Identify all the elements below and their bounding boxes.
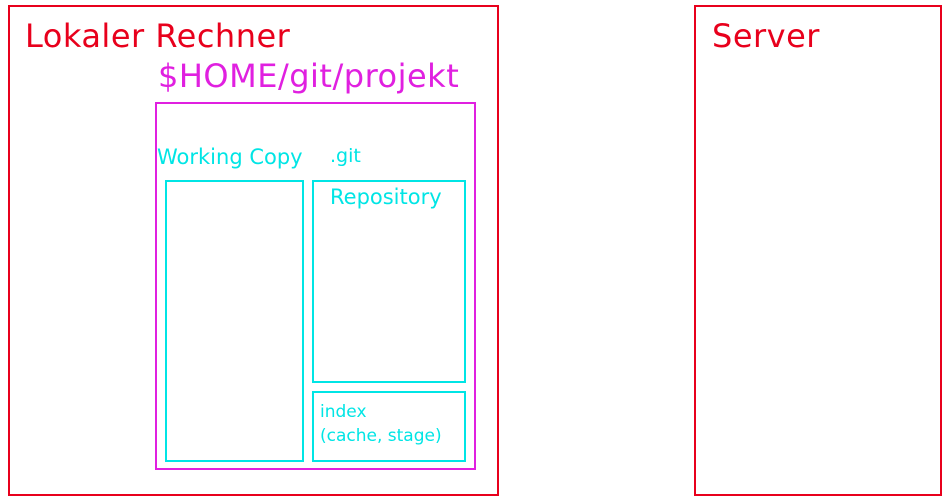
project-directory-box (155, 102, 476, 470)
index-label: index (320, 402, 367, 422)
local-machine-box (8, 5, 499, 496)
repository-label: Repository (330, 185, 442, 209)
index-box (312, 391, 466, 462)
working-copy-box (165, 180, 304, 462)
local-machine-title: Lokaler Rechner (25, 17, 291, 55)
server-box (694, 5, 942, 496)
index-cache-stage-label: (cache, stage) (320, 426, 442, 446)
project-path-label: $HOME/git/projekt (158, 57, 460, 95)
working-copy-label: Working Copy (157, 145, 303, 169)
repository-box (312, 180, 466, 383)
server-title: Server (712, 17, 820, 55)
git-dir-label: .git (330, 145, 361, 167)
